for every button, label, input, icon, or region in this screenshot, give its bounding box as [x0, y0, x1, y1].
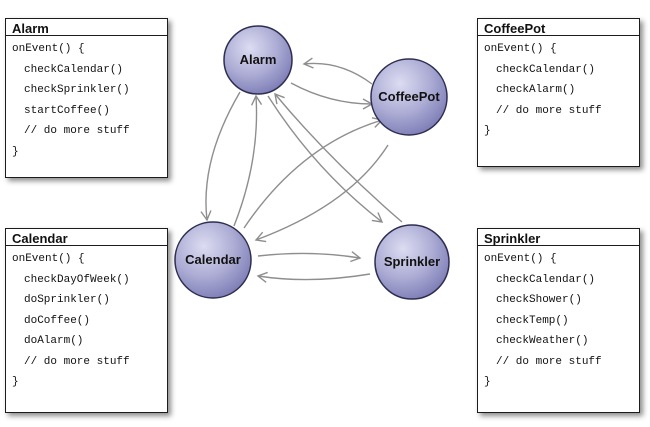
code-line: checkShower() [496, 294, 582, 306]
code-line: checkCalendar() [24, 63, 124, 76]
node-coffeepot: CoffeePot [370, 58, 448, 136]
alarm-code-box: Alarm onEvent() { checkCalendar() checkS… [5, 18, 168, 178]
code-line: } [484, 376, 491, 388]
code-line: startCoffee() [24, 104, 110, 117]
arrow-sprinkler-to-calendar [256, 271, 371, 283]
code-line: } [12, 376, 19, 388]
alarm-code-block: onEvent() { checkCalendar() checkSprinkl… [6, 36, 167, 162]
arrow-calendar-to-alarm [233, 94, 263, 227]
arrow-calendar-to-sprinkler [257, 251, 362, 263]
node-coffeepot-label: CoffeePot [378, 89, 440, 104]
code-line: } [484, 125, 491, 137]
arrow-calendar-to-coffeepot [243, 117, 384, 229]
node-sprinkler: Sprinkler [374, 224, 450, 300]
arrow-alarm-to-sprinkler [267, 95, 384, 223]
code-line: checkCalendar() [496, 63, 596, 76]
arrow-coffeepot-to-alarm [302, 57, 373, 85]
node-sprinkler-label: Sprinkler [384, 254, 440, 269]
calendar-code-block: onEvent() { checkDayOfWeek() doSprinkler… [6, 246, 167, 393]
arrow-alarm-to-calendar [200, 91, 241, 222]
code-line: onEvent() { [12, 43, 85, 55]
node-alarm: Alarm [223, 25, 293, 95]
code-line: checkSprinkler() [24, 84, 130, 96]
code-line: // do more stuff [24, 125, 130, 137]
code-line: doSprinkler() [24, 294, 110, 306]
calendar-box-title: Calendar [6, 229, 167, 246]
coffeepot-code-block: onEvent() { checkCalendar() checkAlarm()… [478, 36, 639, 142]
coffeepot-code-box: CoffeePot onEvent() { checkCalendar() ch… [477, 18, 640, 167]
arrow-sprinkler-to-alarm [274, 92, 403, 223]
code-line: onEvent() { [484, 253, 557, 265]
code-line: checkTemp() [496, 314, 569, 327]
arrow-alarm-to-coffeepot [290, 82, 374, 110]
code-line: doCoffee() [24, 314, 91, 327]
code-line: checkDayOfWeek() [24, 273, 130, 286]
code-line: checkAlarm() [496, 84, 576, 96]
sprinkler-code-block: onEvent() { checkCalendar() checkShower(… [478, 246, 639, 393]
sprinkler-box-title: Sprinkler [478, 229, 639, 246]
code-line: } [12, 145, 19, 158]
code-line: onEvent() { [12, 253, 85, 265]
code-line: onEvent() { [484, 43, 557, 55]
code-line: // do more stuff [24, 355, 130, 368]
coffeepot-box-title: CoffeePot [478, 19, 639, 36]
code-line: checkWeather() [496, 335, 589, 347]
code-line: // do more stuff [496, 104, 602, 117]
sprinkler-code-box: Sprinkler onEvent() { checkCalendar() ch… [477, 228, 640, 413]
calendar-code-box: Calendar onEvent() { checkDayOfWeek() do… [5, 228, 168, 413]
node-calendar-label: Calendar [185, 252, 241, 267]
alarm-box-title: Alarm [6, 19, 167, 36]
node-alarm-label: Alarm [240, 52, 277, 67]
arrow-coffeepot-to-calendar [254, 144, 389, 243]
code-line: // do more stuff [496, 355, 602, 368]
code-line: doAlarm() [24, 335, 84, 347]
code-line: checkCalendar() [496, 273, 596, 286]
node-calendar: Calendar [174, 221, 252, 299]
